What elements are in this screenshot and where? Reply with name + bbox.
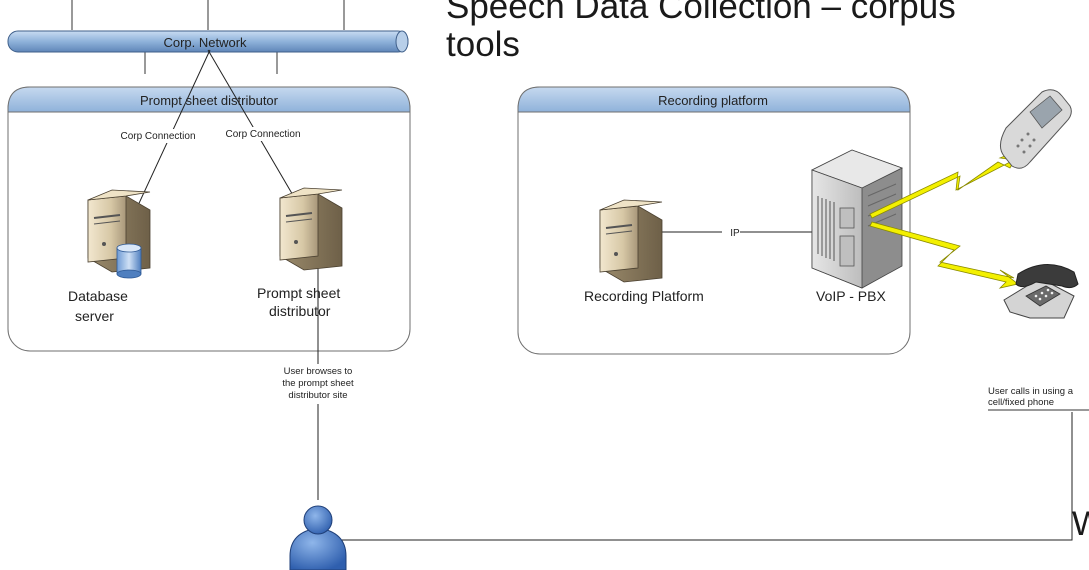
recording-group: Recording platform bbox=[517, 86, 911, 355]
desk-phone-icon bbox=[1003, 264, 1079, 319]
slide-edge-fragment: W bbox=[1072, 505, 1089, 543]
database-label-line2: server bbox=[75, 308, 114, 324]
browse-note-line3: distributor site bbox=[288, 390, 347, 401]
user-icon bbox=[289, 505, 347, 570]
network-risers bbox=[71, 0, 345, 74]
connection-labels: Corp Connection Corp Connection IP bbox=[105, 127, 740, 239]
recording-platform-label: Recording Platform bbox=[584, 288, 704, 304]
pbx-label: VoIP - PBX bbox=[816, 288, 886, 304]
recording-group-title: Recording platform bbox=[658, 93, 768, 108]
browse-note-line2: the prompt sheet bbox=[282, 378, 354, 389]
distributor-server-icon bbox=[279, 187, 343, 271]
call-note-line1: User calls in using a bbox=[988, 386, 1074, 397]
corp-network-pipe: Corp. Network bbox=[7, 30, 409, 53]
slide-title: Speech Data Collection – corpus tools bbox=[446, 0, 956, 64]
call-note-line2: cell/fixed phone bbox=[988, 397, 1054, 408]
browse-note-line1: User browses to bbox=[284, 366, 353, 377]
pbx-cabinet-icon bbox=[810, 149, 904, 289]
ip-link-label: IP bbox=[730, 228, 740, 239]
call-note: User calls in using a cell/fixed phone bbox=[988, 386, 1089, 411]
database-cylinder-icon bbox=[116, 243, 142, 279]
corp-network-label: Corp. Network bbox=[163, 35, 247, 50]
browse-note: User browses to the prompt sheet distrib… bbox=[270, 364, 366, 404]
distributor-label-line2: distributor bbox=[269, 303, 331, 319]
corp-connection-label-left: Corp Connection bbox=[120, 131, 195, 142]
database-server-icon bbox=[87, 189, 151, 279]
prompt-sheet-group: Prompt sheet distributor bbox=[7, 86, 411, 352]
recording-server-icon bbox=[599, 199, 663, 283]
database-label-line1: Database bbox=[68, 288, 128, 304]
distributor-label-line1: Prompt sheet bbox=[257, 285, 340, 301]
mobile-phone-icon bbox=[1000, 89, 1072, 169]
prompt-group-title: Prompt sheet distributor bbox=[140, 93, 279, 108]
corp-connection-label-right: Corp Connection bbox=[225, 129, 300, 140]
